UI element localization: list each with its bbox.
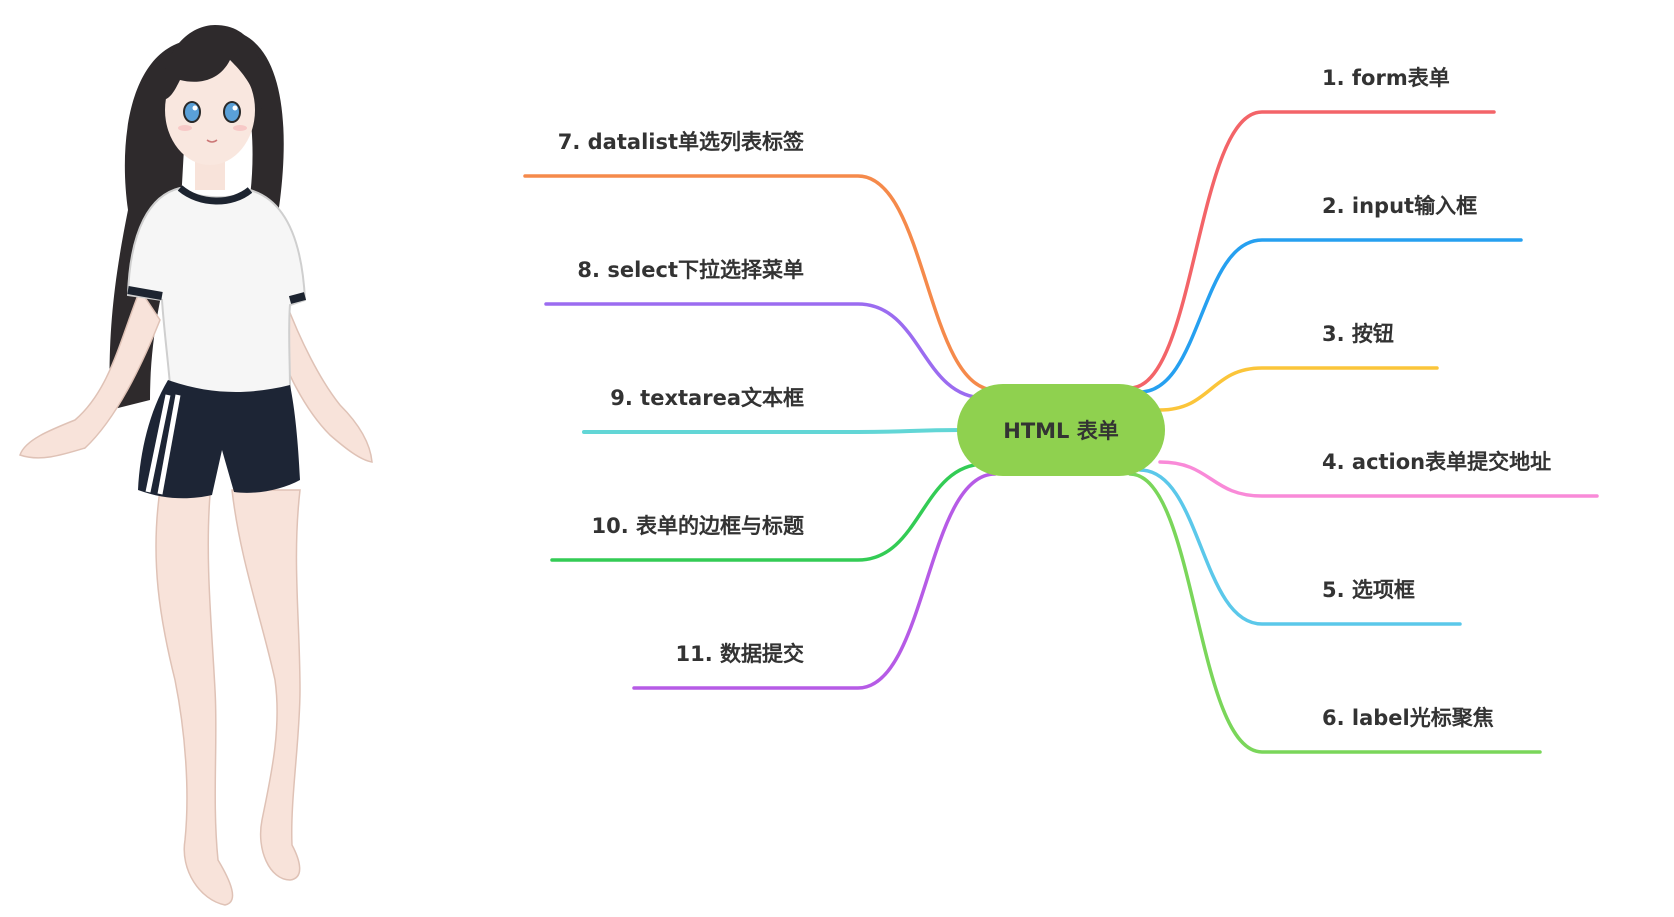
connector-input	[1138, 238, 1523, 394]
branch-label-fieldset[interactable]: 10. 表单的边框与标题	[591, 514, 805, 538]
left-sleeve-trim	[127, 286, 163, 300]
connector-select	[544, 302, 987, 400]
branch-label-select[interactable]: 8. select下拉选择菜单	[577, 258, 804, 282]
right-leg	[231, 489, 301, 881]
anime-girl-illustration	[19, 25, 373, 906]
left-eye	[183, 101, 201, 123]
left-arm	[19, 288, 161, 459]
branch-label-submit[interactable]: 11. 数据提交	[675, 642, 804, 666]
right-eye-shine	[232, 105, 238, 111]
branch-label-datalist[interactable]: 7. datalist单选列表标签	[558, 130, 805, 154]
connector-action	[1158, 460, 1599, 498]
connector-datalist	[523, 174, 997, 392]
left-blush	[178, 125, 192, 131]
left-leg	[155, 489, 234, 906]
mouth	[206, 139, 218, 143]
branch-connectors	[523, 110, 1599, 754]
branch-label-form[interactable]: 1. form表单	[1322, 66, 1450, 90]
left-branches: 7. datalist单选列表标签 8. select下拉选择菜单 9. tex…	[558, 130, 805, 666]
connector-button	[1158, 366, 1439, 412]
center-node-shape	[957, 384, 1165, 476]
shorts-stripe-2	[157, 394, 181, 495]
branch-label-input[interactable]: 2. input输入框	[1322, 194, 1477, 218]
right-arm	[271, 297, 373, 463]
left-eye-shine	[192, 105, 198, 111]
shorts-stripe-1	[145, 394, 171, 493]
branch-label-button[interactable]: 3. 按钮	[1322, 322, 1394, 346]
connector-form	[1128, 110, 1496, 390]
connector-fieldset	[550, 462, 987, 562]
right-sleeve-trim	[288, 292, 307, 304]
right-eye	[223, 101, 241, 123]
face	[165, 55, 255, 165]
connector-label	[1128, 472, 1542, 754]
navy-shorts	[138, 380, 300, 499]
hair-front	[161, 25, 264, 110]
center-node[interactable]: HTML 表单	[957, 384, 1165, 476]
branch-label-action[interactable]: 4. action表单提交地址	[1322, 450, 1551, 474]
center-node-label: HTML 表单	[1003, 419, 1119, 443]
shirt-collar	[177, 185, 253, 205]
branch-label-label[interactable]: 6. label光标聚焦	[1322, 706, 1494, 730]
branch-label-textarea[interactable]: 9. textarea文本框	[610, 386, 804, 410]
right-blush	[233, 125, 247, 131]
right-branches: 1. form表单 2. input输入框 3. 按钮 4. action表单提…	[1322, 66, 1551, 730]
connector-options	[1138, 468, 1462, 626]
branch-label-options[interactable]: 5. 选项框	[1322, 578, 1415, 602]
connector-submit	[632, 472, 997, 690]
connector-textarea	[582, 428, 964, 434]
